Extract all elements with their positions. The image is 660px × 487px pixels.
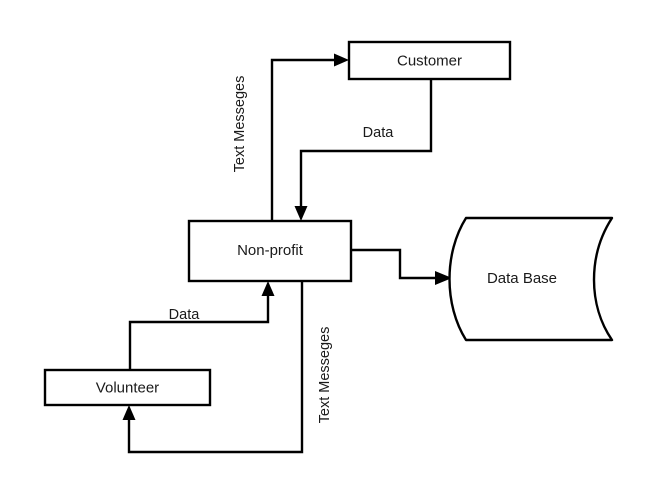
node-customer-label: Customer (397, 52, 462, 69)
edge-label-text-messeges-lower: Text Messeges (317, 327, 333, 424)
edge-line-volunteer-to-nonprofit (128, 291, 270, 370)
node-database-label: Data Base (487, 270, 557, 287)
edge-line-nonprofit-to-database (351, 248, 440, 280)
edge-customer-to-nonprofit: Data (294, 79, 433, 221)
edge-nonprofit-to-volunteer: Text Messeges (122, 281, 333, 454)
node-database[interactable]: Data Base (448, 216, 614, 342)
node-database-cylinder[interactable] (448, 216, 614, 342)
arrowhead-into-nonprofit-bottom (261, 281, 275, 296)
node-volunteer[interactable]: Volunteer (43, 368, 212, 407)
node-nonprofit-box[interactable] (187, 219, 353, 283)
edge-nonprofit-to-customer: Text Messeges (232, 53, 349, 221)
arrowhead-into-nonprofit-top (294, 206, 308, 221)
edge-volunteer-to-nonprofit: Data (128, 281, 275, 370)
edge-label-data-volunteer: Data (169, 307, 201, 323)
arrowhead-into-database (435, 271, 452, 285)
node-nonprofit[interactable]: Non-profit (187, 219, 353, 283)
node-nonprofit-label: Non-profit (237, 242, 304, 259)
edge-label-data-customer: Data (363, 125, 395, 141)
edge-nonprofit-to-database (351, 248, 452, 285)
edge-line-nonprofit-to-volunteer (127, 281, 304, 454)
edge-line-customer-to-nonprofit (299, 79, 433, 211)
arrowhead-into-customer (334, 53, 349, 67)
node-volunteer-label: Volunteer (96, 379, 159, 396)
arrowhead-into-volunteer-bottom (122, 405, 136, 420)
node-volunteer-box[interactable] (43, 368, 212, 407)
node-customer-box[interactable] (347, 40, 512, 81)
edge-label-text-messeges-upper: Text Messeges (232, 76, 248, 173)
edge-line-nonprofit-to-customer (270, 58, 339, 221)
node-customer[interactable]: Customer (347, 40, 512, 81)
